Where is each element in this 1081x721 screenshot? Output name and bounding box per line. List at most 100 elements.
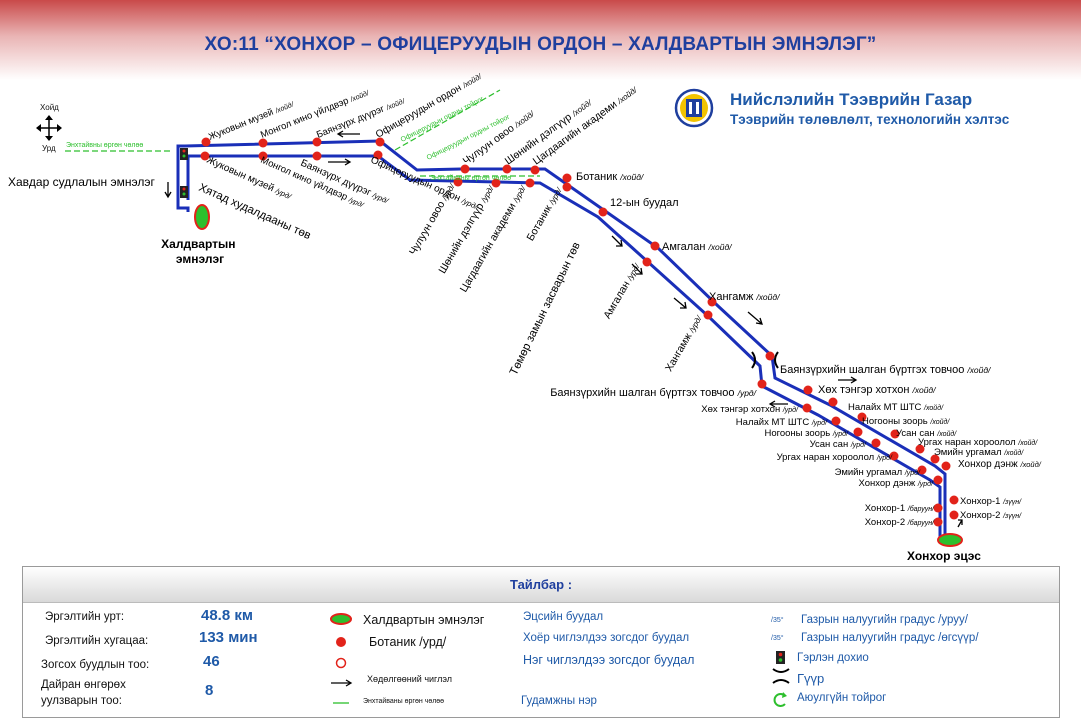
legend-street-name: Гудамжны нэр <box>521 695 597 707</box>
stop-marker-north-15 <box>890 429 900 439</box>
header-banner <box>0 0 1081 80</box>
legend-slope-up-value: /35° <box>771 635 784 642</box>
legend-hospital-icon <box>330 613 352 625</box>
route-title: ХО:11 “ХОНХОР – ОФИЦЕРУУДЫН ОРДОН – ХАЛД… <box>204 34 877 55</box>
stops-south-group <box>200 150 943 527</box>
stop-marker-south-8 <box>642 257 652 267</box>
route-line-south <box>205 154 942 537</box>
legend-slope-down-value: /35° <box>771 617 784 624</box>
stop-label-north-8: 12-ын буудал <box>610 197 679 209</box>
bridge-icon <box>751 351 779 369</box>
compass-arrows-icon <box>36 115 62 141</box>
stop-marker-south-18 <box>933 503 943 513</box>
stop-marker-south-6 <box>525 178 535 188</box>
khavdar-label: Хавдар судлалын эмнэлэг <box>8 175 155 189</box>
stop-marker-north-18 <box>941 461 951 471</box>
stat-junctions-label-line2: уулзварын тоо: <box>41 695 122 707</box>
stop-label-south-9: Хангамж /урд/ <box>663 313 705 374</box>
direction-arrow-icon <box>328 158 352 166</box>
hospital-terminal-icon <box>194 204 210 230</box>
compass-south-label: Урд <box>42 144 56 153</box>
stop-label-north-14: Ногооны зоорь /хойд/ <box>862 416 950 427</box>
stop-marker-north-2 <box>312 137 322 147</box>
stop-marker-north-10 <box>707 297 717 307</box>
legend-bridge-icon <box>772 668 790 684</box>
stop-marker-north-5 <box>502 164 512 174</box>
stop-marker-north-8 <box>598 207 608 217</box>
stop-marker-south-4 <box>453 177 463 187</box>
street-line-officer-ring <box>394 89 501 151</box>
stop-marker-south-0 <box>200 151 210 161</box>
traffic-light-icon <box>180 148 188 160</box>
stop-marker-north-1 <box>258 138 268 148</box>
stop-label-south-13: Ногооны зоорь /урд/ <box>764 428 849 439</box>
legend-stop-icon <box>336 637 346 647</box>
legend-one-way-stop: Нэг чиглэлдээ зогсдог буудал <box>523 653 695 667</box>
stop-label-north-9: Амгалан /хойд/ <box>662 241 733 253</box>
stop-label-south-14: Усан сан /урд/ <box>810 439 867 450</box>
stop-label-north-15: Усан сан /хойд/ <box>896 428 957 439</box>
direction-arrow-icon <box>164 182 172 199</box>
route-map: Жуковын музей /хойд/Монгол кино үйлдвэр … <box>8 71 1042 563</box>
stop-label-north-12: Хөх тэнгэр хотхон /хойд/ <box>818 384 937 396</box>
tomor-zam-label: Төмөр замын засварын төв <box>508 240 583 377</box>
stop-label-north-13: Налайх МТ ШТС /хойд/ <box>848 402 944 413</box>
stop-marker-south-17 <box>933 475 943 485</box>
stop-marker-south-13 <box>853 427 863 437</box>
stop-label-south-15: Ургах наран хороолол /урд/ <box>777 452 893 463</box>
legend-bridge: Гүүр <box>797 671 825 686</box>
stop-label-south-18: Хонхор-1 /баруун/ <box>865 503 935 514</box>
stat-length-value: 48.8 км <box>201 607 253 624</box>
legend-two-way-stop: Хоёр чиглэлдээ зогсдог буудал <box>523 632 690 644</box>
stop-label-north-7: Ботаник /хойд/ <box>576 171 645 183</box>
stop-marker-north-6 <box>530 165 540 175</box>
stop-marker-south-9 <box>703 310 713 320</box>
legend-hospital-label: Халдвартын эмнэлэг <box>363 613 485 627</box>
stop-marker-south-3 <box>373 150 383 160</box>
direction-arrow-icon <box>631 263 643 275</box>
stop-label-north-16: Ургах наран хороолол /хойд/ <box>918 437 1038 448</box>
stop-marker-south-7 <box>562 182 572 192</box>
compass-north-label: Хойд <box>40 103 59 112</box>
stop-marker-south-19 <box>933 517 943 527</box>
stop-marker-north-19 <box>949 495 959 505</box>
stop-label-south-7: Ботаник /урд/ <box>524 185 565 243</box>
route-line-north <box>184 139 955 539</box>
stat-length-label: Эргэлтийн урт: <box>45 611 125 623</box>
stop-label-south-10: Баянзүрхийн шалган бүртгэх товчоо /урд/ <box>550 387 757 399</box>
direction-arrow-icon <box>611 235 623 247</box>
direction-arrow-icon <box>957 519 963 528</box>
legend-traffic-light-icon <box>776 651 785 664</box>
street-label-top: Энхтайвны өргөн чөлөө <box>66 141 143 149</box>
legend-direction-icon <box>331 679 353 687</box>
stop-marker-north-7 <box>562 173 572 183</box>
legend-stop-label: Ботаник /урд/ <box>369 635 447 649</box>
stop-label-north-18: Хонхор дэнж /хойд/ <box>958 459 1042 470</box>
stop-label-north-11: Баянзүрхийн шалган бүртгэх товчоо /хойд/ <box>780 364 992 376</box>
stop-label-north-19: Хонхор-1 /зүүн/ <box>960 496 1022 507</box>
stop-marker-south-12 <box>831 416 841 426</box>
legend-extra-icons <box>772 651 790 707</box>
stop-marker-north-4 <box>460 164 470 174</box>
street-label-mid: Энхтайваны өргөн чөлөө <box>430 174 511 182</box>
legend-direction-label: Хөдөлгөөний чиглэл <box>367 674 453 684</box>
traffic-light-icon <box>180 186 188 198</box>
stop-marker-south-14 <box>871 438 881 448</box>
legend-street-example: Энхтайваны өргөн чөлөө <box>363 698 445 705</box>
stop-marker-south-16 <box>917 465 927 475</box>
stop-label-north-10: Хангамж /хойд/ <box>709 291 781 303</box>
stops-north-group <box>201 137 959 520</box>
hospital-terminal-label: Халдвартын эмнэлэг <box>161 237 239 266</box>
stop-marker-north-9 <box>650 241 660 251</box>
legend-panel: Тайлбар : Эргэлтийн урт: 48.8 км Эргэлти… <box>22 566 1060 718</box>
stop-marker-south-5 <box>491 178 501 188</box>
stop-label-north-20: Хонхор-2 /зүүн/ <box>960 510 1022 521</box>
stop-marker-north-11 <box>765 351 775 361</box>
stat-stops-value: 46 <box>203 653 220 670</box>
organization-logo <box>674 88 714 128</box>
stop-label-south-16: Эмийн ургамал /урд/ <box>835 467 921 478</box>
legend-terminal-stop: Эцсийн буудал <box>523 611 604 623</box>
stop-marker-north-16 <box>915 444 925 454</box>
stop-marker-south-15 <box>889 451 899 461</box>
direction-arrow-icon <box>673 297 687 309</box>
